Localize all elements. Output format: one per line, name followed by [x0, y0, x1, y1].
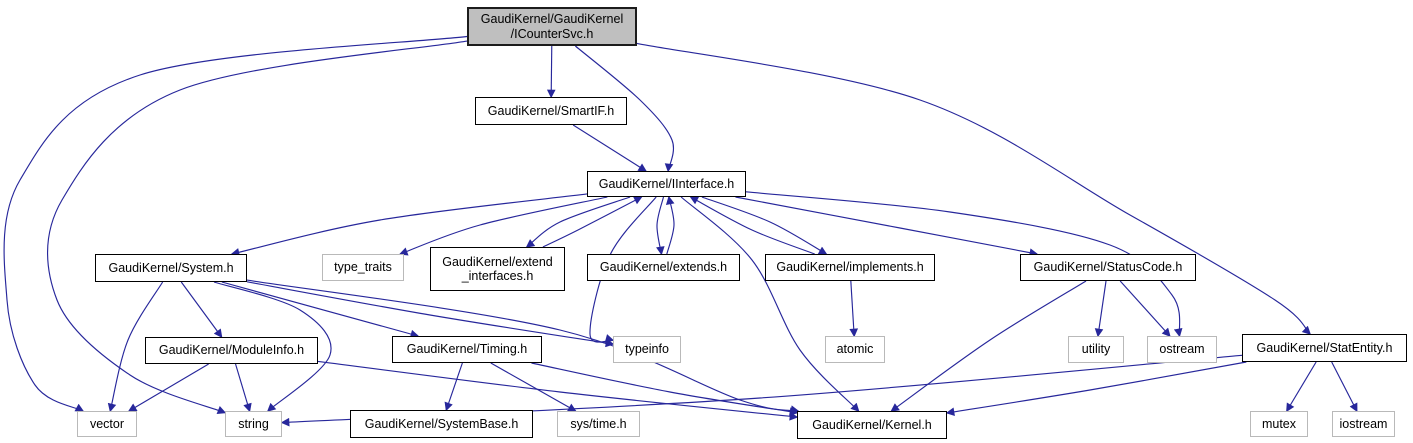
edge-iinterface-to-extend_interfaces: [525, 196, 631, 248]
edge-system-to-kernel: [246, 279, 800, 414]
graph-node-implements[interactable]: GaudiKernel/implements.h: [765, 254, 935, 281]
edge-iinterface-to-ostream: [745, 191, 1183, 338]
graph-node-statuscode[interactable]: GaudiKernel/StatusCode.h: [1020, 254, 1196, 281]
edge-iinterface-to-system: [230, 193, 588, 257]
graph-node-smartif[interactable]: GaudiKernel/SmartIF.h: [475, 97, 627, 125]
edge-iinterface-to-implements: [701, 196, 828, 255]
edge-icountersvc-to-iinterface: [574, 45, 675, 173]
graph-node-iinterface[interactable]: GaudiKernel/IInterface.h: [587, 171, 746, 197]
edge-system-to-vector: [107, 281, 164, 413]
edge-icountersvc-to-smartif: [546, 45, 556, 99]
edge-extends-to-iinterface: [665, 195, 675, 255]
graph-node-system[interactable]: GaudiKernel/System.h: [95, 254, 247, 282]
edge-icountersvc-to-vector: [3, 35, 468, 412]
graph-node-iostream: iostream: [1332, 411, 1395, 437]
graph-node-ostream: ostream: [1147, 336, 1217, 363]
edge-iinterface-to-kernel: [680, 196, 860, 412]
graph-node-kernel[interactable]: GaudiKernel/Kernel.h: [797, 411, 947, 439]
graph-node-moduleinfo[interactable]: GaudiKernel/ModuleInfo.h: [145, 337, 318, 364]
graph-node-icountersvc: GaudiKernel/GaudiKernel /ICounterSvc.h: [467, 7, 637, 46]
edge-moduleinfo-to-kernel: [317, 360, 799, 421]
graph-node-extend_interfaces[interactable]: GaudiKernel/extend _interfaces.h: [430, 247, 565, 291]
edge-iinterface-to-extends: [656, 196, 665, 256]
graph-node-timing[interactable]: GaudiKernel/Timing.h: [392, 336, 542, 363]
graph-node-string: string: [225, 411, 282, 437]
edge-system-to-typeinfo: [246, 281, 615, 348]
graph-node-systembase[interactable]: GaudiKernel/SystemBase.h: [350, 410, 533, 438]
edge-statuscode-to-kernel: [890, 280, 1087, 412]
edge-system-to-timing: [221, 281, 420, 339]
edge-statuscode-to-ostream: [1119, 280, 1171, 337]
edge-statentity-to-kernel: [945, 361, 1247, 417]
edge-statuscode-to-utility: [1094, 280, 1107, 338]
edge-timing-to-systembase: [444, 362, 463, 412]
graph-node-typeinfo: typeinfo: [613, 336, 681, 363]
edge-moduleinfo-to-vector: [127, 363, 209, 412]
graph-node-extends[interactable]: GaudiKernel/extends.h: [587, 254, 740, 281]
edge-icountersvc-to-string: [47, 40, 468, 415]
edge-system-to-string: [213, 281, 332, 412]
edge-smartif-to-iinterface: [572, 124, 648, 172]
edge-extend_interfaces-to-iinterface: [542, 196, 643, 248]
edge-timing-to-kernel: [531, 362, 799, 416]
edge-system-to-moduleinfo: [180, 281, 223, 339]
graph-node-systime: sys/time.h: [557, 411, 640, 437]
graph-node-vector: vector: [77, 411, 137, 437]
edge-timing-to-systime: [490, 362, 577, 412]
edge-implements-to-atomic: [849, 280, 859, 338]
graph-node-statentity[interactable]: GaudiKernel/StatEntity.h: [1242, 334, 1407, 362]
edge-icountersvc-to-statentity: [636, 42, 1311, 335]
edge-statentity-to-iostream: [1331, 361, 1358, 413]
edge-implements-to-iinterface: [689, 196, 815, 255]
graph-node-atomic: atomic: [825, 336, 885, 363]
graph-node-type_traits: type_traits: [322, 254, 404, 281]
edge-moduleinfo-to-string: [234, 363, 252, 413]
edge-iinterface-to-statuscode: [735, 196, 1039, 257]
edge-statentity-to-mutex: [1286, 361, 1317, 413]
graph-node-mutex: mutex: [1250, 411, 1308, 437]
edge-iinterface-to-type_traits: [398, 196, 608, 256]
graph-node-utility: utility: [1068, 336, 1124, 363]
